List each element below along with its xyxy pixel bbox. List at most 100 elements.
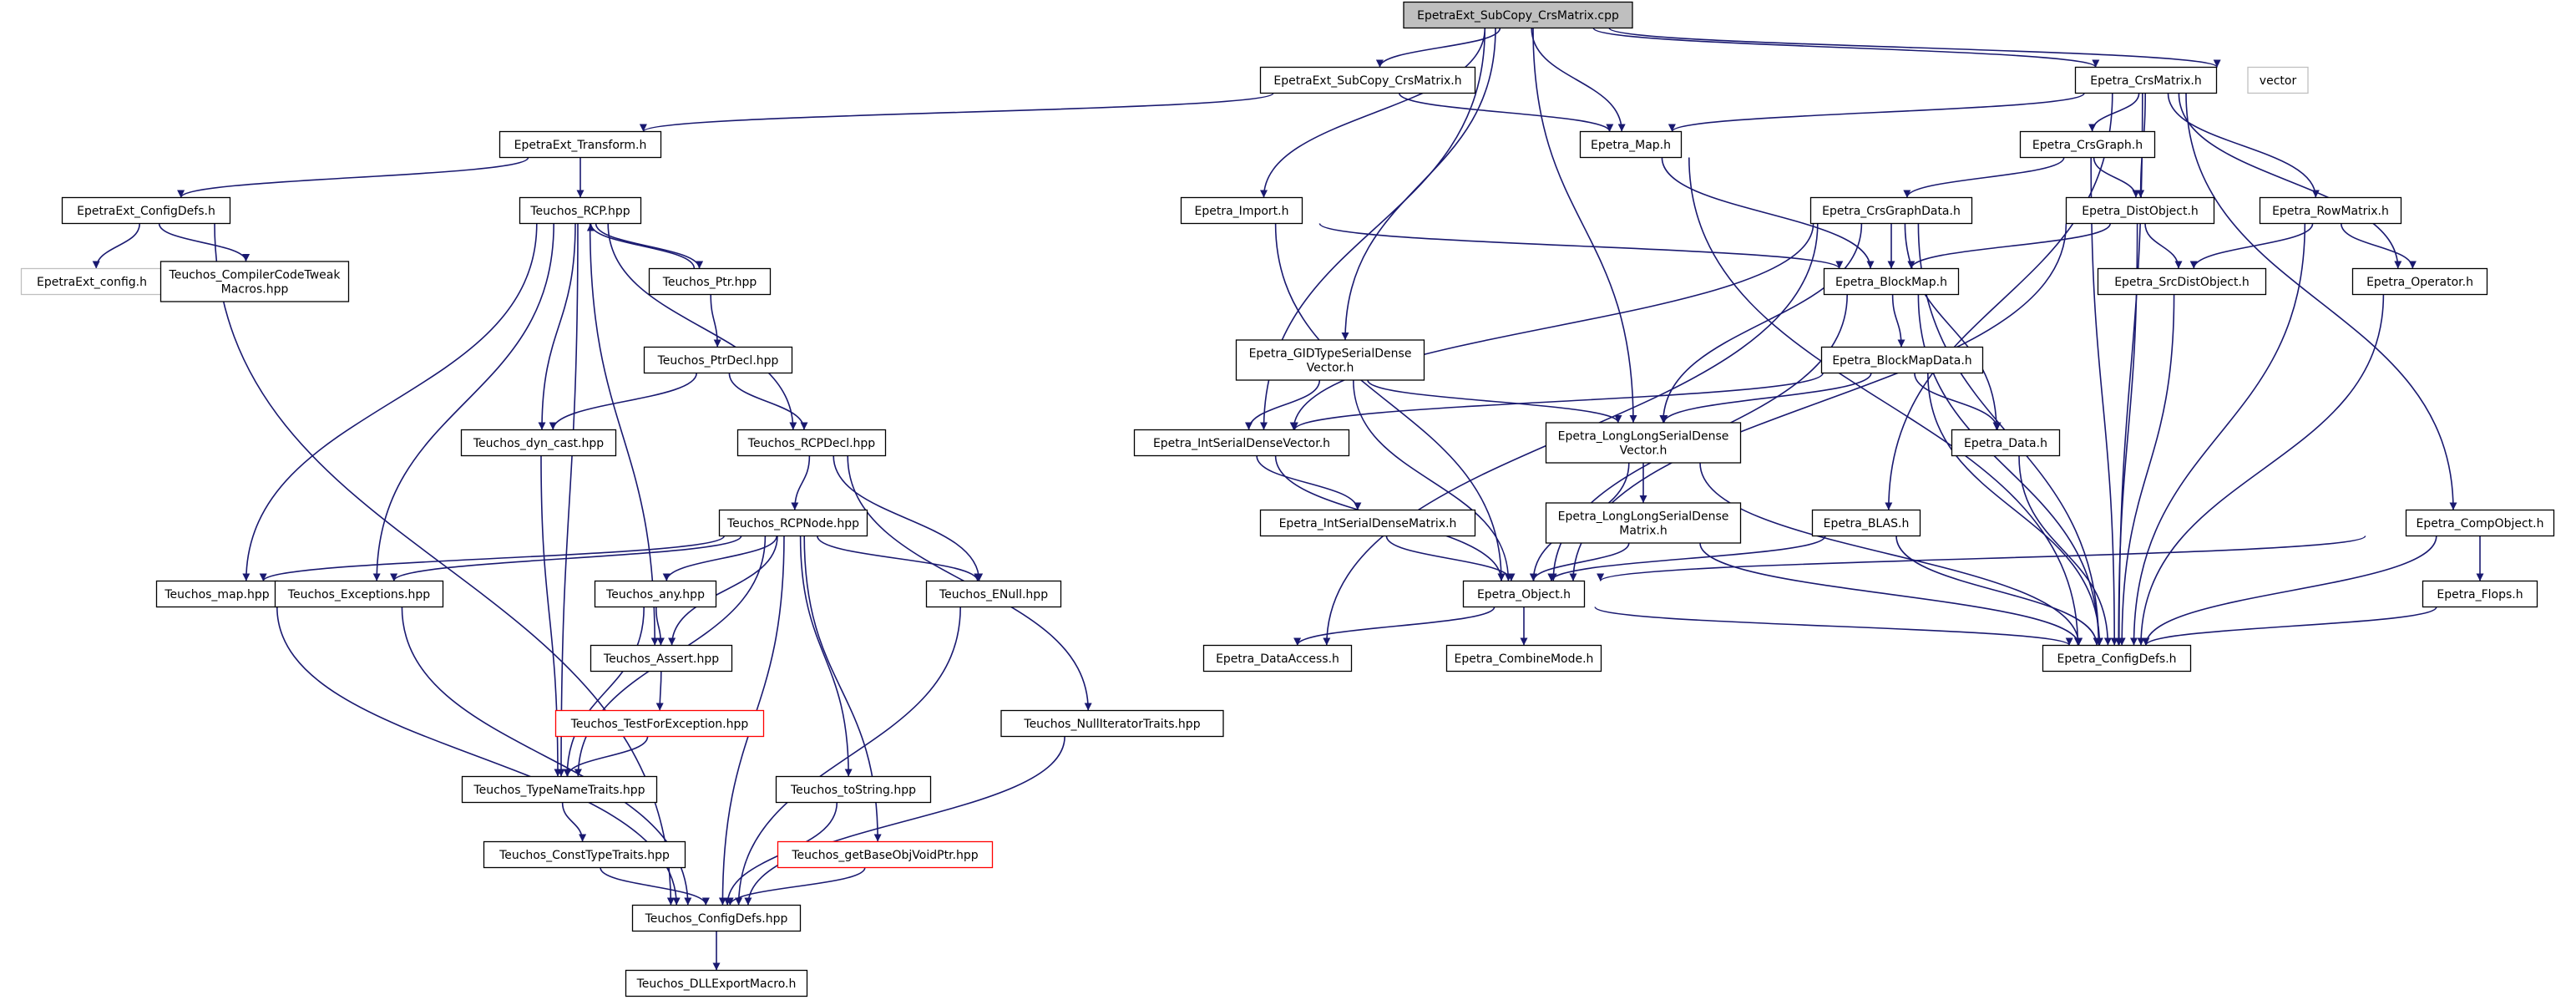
edge-crsgraph-to-distobject — [2093, 157, 2140, 198]
node-compobject-label-0: Epetra_CompObject.h — [2417, 517, 2544, 530]
node-object-box — [1462, 580, 1586, 608]
node-enull-box — [925, 580, 1062, 608]
node-rowmatrix-label-0: Epetra_RowMatrix.h — [2272, 205, 2389, 218]
edge-crsmatrix-to-compobject — [2185, 93, 2457, 510]
node-blas-label-0: Epetra_BLAS.h — [1824, 517, 1910, 530]
nodes-layer: EpetraExt_SubCopy_CrsMatrix.cppEpetraExt… — [20, 1, 2555, 997]
edge-rcpdecl-to-rcpnode — [791, 455, 811, 510]
node-dyncast[interactable]: Teuchos_dyn_cast.hpp — [460, 429, 617, 457]
node-root-box — [1403, 1, 1633, 29]
edge-crsmatrix-to-blas — [1885, 93, 2113, 510]
edge-llsdv-to-epconfigdefs — [1699, 462, 2083, 646]
node-nulliter-box — [1000, 709, 1224, 738]
node-blockmap-label-0: Epetra_BlockMap.h — [1835, 276, 1947, 289]
node-enull[interactable]: Teuchos_ENull.hpp — [925, 580, 1062, 608]
node-eeconfigdefs[interactable]: EpetraExt_ConfigDefs.h — [61, 196, 231, 225]
node-assert-box — [590, 644, 733, 673]
node-typename[interactable]: Teuchos_TypeNameTraits.hpp — [461, 775, 658, 804]
node-blockmapdata[interactable]: Epetra_BlockMapData.h — [1820, 346, 1984, 374]
node-transform-box — [498, 130, 662, 159]
node-rcp[interactable]: Teuchos_RCP.hpp — [519, 196, 642, 225]
node-tmap-box — [155, 580, 279, 608]
node-getbaseobj[interactable]: Teuchos_getBaseObjVoidPtr.hpp — [777, 840, 994, 869]
node-flops[interactable]: Epetra_Flops.h — [2422, 580, 2538, 608]
edge-distobject-to-blockmap — [1907, 223, 2111, 269]
node-eeconfig[interactable]: EpetraExt_config.h — [20, 267, 164, 296]
node-crsgraphdata-box — [1809, 196, 1973, 225]
node-assert-label-0: Teuchos_Assert.hpp — [603, 652, 719, 666]
node-intsdv[interactable]: Epetra_IntSerialDenseVector.h — [1133, 429, 1350, 457]
node-import[interactable]: Epetra_Import.h — [1180, 196, 1303, 225]
node-compobject[interactable]: Epetra_CompObject.h — [2405, 509, 2555, 537]
node-blockmap[interactable]: Epetra_BlockMap.h — [1823, 267, 1960, 296]
node-tostring-box — [775, 775, 932, 804]
node-tmap[interactable]: Teuchos_map.hpp — [155, 580, 279, 608]
edge-blockmapdata-to-llsdv — [1660, 373, 1872, 424]
node-any[interactable]: Teuchos_any.hpp — [594, 580, 717, 608]
node-operator[interactable]: Epetra_Operator.h — [2351, 267, 2488, 296]
node-blas[interactable]: Epetra_BLAS.h — [1811, 509, 1921, 537]
edge-root-to-map — [1531, 28, 1626, 132]
node-epconfigdefs[interactable]: Epetra_ConfigDefs.h — [2042, 644, 2192, 673]
node-operator-box — [2351, 267, 2488, 296]
edge-ptrdecl-to-dyncast — [549, 373, 697, 430]
edge-nulliter-to-tconfigdefs — [744, 736, 1065, 906]
node-testforexc[interactable]: Teuchos_TestForException.hpp — [554, 709, 765, 738]
edge-subcopy_h-to-map — [1399, 93, 1614, 132]
node-rcpdecl-label-0: Teuchos_RCPDecl.hpp — [747, 437, 876, 450]
node-transform[interactable]: EpetraExt_Transform.h — [498, 130, 662, 159]
node-crsmatrix[interactable]: Epetra_CrsMatrix.h — [2074, 66, 2218, 94]
node-tostring[interactable]: Teuchos_toString.hpp — [775, 775, 932, 804]
node-distobject-label-0: Epetra_DistObject.h — [2082, 205, 2199, 218]
node-distobject-box — [2065, 196, 2215, 225]
node-intsdv-box — [1133, 429, 1350, 457]
node-vector[interactable]: vector — [2247, 66, 2309, 94]
node-exceptions[interactable]: Teuchos_Exceptions.hpp — [274, 580, 444, 608]
node-import-label-0: Epetra_Import.h — [1195, 205, 1289, 218]
node-intsdm[interactable]: Epetra_IntSerialDenseMatrix.h — [1259, 509, 1476, 537]
node-crsgraphdata[interactable]: Epetra_CrsGraphData.h — [1809, 196, 1973, 225]
edge-blas-to-object — [1547, 536, 1826, 581]
node-object[interactable]: Epetra_Object.h — [1462, 580, 1586, 608]
edge-enull-to-tconfigdefs — [735, 607, 961, 906]
node-compobject-box — [2405, 509, 2555, 537]
node-ptr[interactable]: Teuchos_Ptr.hpp — [648, 267, 772, 296]
node-map[interactable]: Epetra_Map.h — [1579, 130, 1683, 159]
node-consttype[interactable]: Teuchos_ConstTypeTraits.hpp — [483, 840, 686, 869]
node-gidtype-label-1: Vector.h — [1307, 362, 1354, 375]
node-root[interactable]: EpetraExt_SubCopy_CrsMatrix.cpp — [1403, 1, 1633, 29]
node-assert[interactable]: Teuchos_Assert.hpp — [590, 644, 733, 673]
node-rowmatrix[interactable]: Epetra_RowMatrix.h — [2259, 196, 2402, 225]
edge-crsgraphdata-to-data — [1904, 223, 2001, 430]
node-nulliter[interactable]: Teuchos_NullIteratorTraits.hpp — [1000, 709, 1224, 738]
node-llsdm-box — [1545, 502, 1742, 544]
node-testforexc-label-0: Teuchos_TestForException.hpp — [570, 718, 749, 731]
node-subcopy_h[interactable]: EpetraExt_SubCopy_CrsMatrix.h — [1259, 66, 1476, 94]
node-data[interactable]: Epetra_Data.h — [1951, 429, 2061, 457]
node-ptrdecl[interactable]: Teuchos_PtrDecl.hpp — [643, 346, 793, 374]
node-crsmatrix-box — [2074, 66, 2218, 94]
edge-distobject-to-epconfigdefs — [2114, 223, 2138, 646]
node-rcpnode[interactable]: Teuchos_RCPNode.hpp — [718, 509, 868, 537]
edge-consttype-to-tconfigdefs — [600, 867, 710, 906]
node-epconfigdefs-label-0: Epetra_ConfigDefs.h — [2057, 652, 2176, 666]
edge-assert-to-testforexc — [655, 671, 664, 711]
node-dllexport-box — [625, 969, 808, 997]
node-srcdistobject[interactable]: Epetra_SrcDistObject.h — [2097, 267, 2267, 296]
node-tconfigdefs[interactable]: Teuchos_ConfigDefs.hpp — [631, 904, 802, 932]
node-distobject[interactable]: Epetra_DistObject.h — [2065, 196, 2215, 225]
node-rcpdecl[interactable]: Teuchos_RCPDecl.hpp — [736, 429, 887, 457]
edge-crsmatrix-to-operator — [2178, 93, 2402, 269]
node-dllexport[interactable]: Teuchos_DLLExportMacro.h — [625, 969, 808, 997]
node-combinemode[interactable]: Epetra_CombineMode.h — [1445, 644, 1602, 673]
edge-testforexc-to-typename — [564, 736, 649, 777]
edge-compobject-to-object — [1597, 535, 2366, 582]
edge-rowmatrix-to-epconfigdefs — [2130, 223, 2306, 646]
node-dataaccess[interactable]: Epetra_DataAccess.h — [1202, 644, 1353, 673]
node-crsgraph-label-0: Epetra_CrsGraph.h — [2032, 139, 2143, 152]
node-crsgraph[interactable]: Epetra_CrsGraph.h — [2019, 130, 2156, 159]
